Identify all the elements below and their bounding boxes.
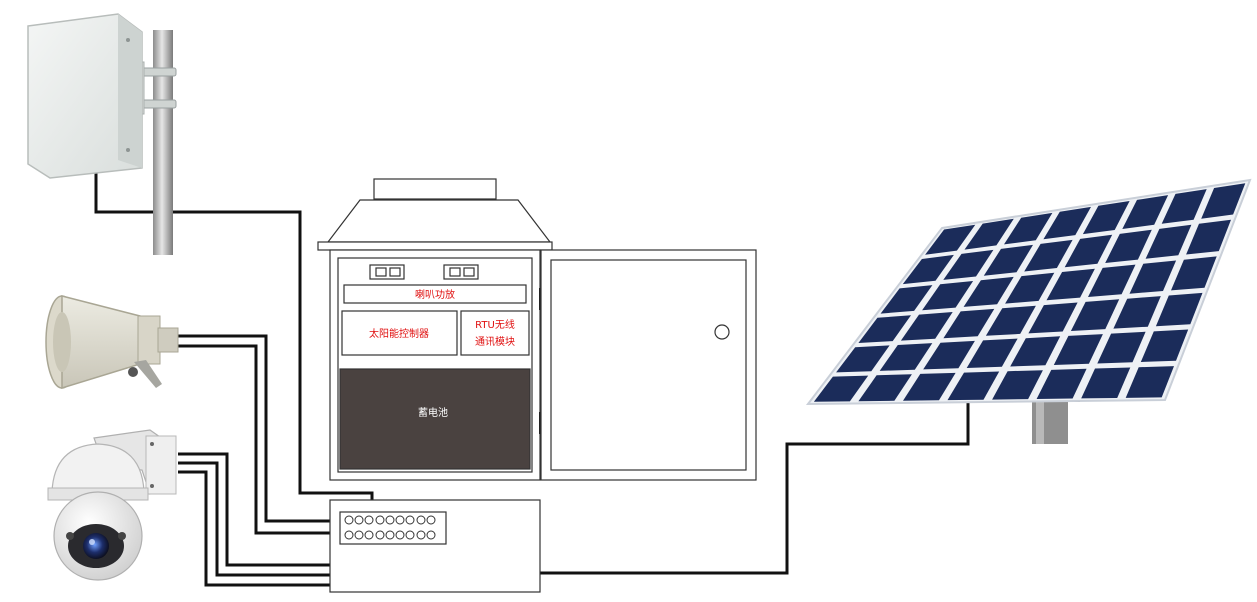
rtu-label-line1: RTU无线 (475, 318, 515, 331)
solar-cell (1010, 336, 1061, 367)
solar-cell (902, 254, 954, 285)
rtu-label-line2: 通讯模块 (475, 336, 515, 348)
solar-cell (1186, 219, 1231, 255)
battery (339, 368, 531, 470)
solar-cell (1088, 264, 1136, 297)
solar-cell (943, 308, 995, 339)
solar-controller-label: 太阳能控制器 (369, 327, 429, 340)
solar-cell (1125, 366, 1174, 398)
solar-cell (1113, 296, 1161, 329)
solar-cell (1122, 195, 1169, 229)
solar-cell (813, 375, 869, 402)
solar-cell (1028, 302, 1078, 334)
solar-cell (903, 372, 956, 401)
door-lock (714, 324, 730, 340)
amplifier-label: 喇叭功放 (415, 288, 455, 301)
solar-cell (1105, 229, 1152, 263)
solar-cell (963, 276, 1014, 307)
solar-cell (922, 281, 974, 311)
solar-cell (923, 340, 975, 370)
solar-cell (1064, 234, 1113, 268)
solar-cells (813, 183, 1246, 402)
solar-cell (880, 285, 933, 314)
panel-antenna-icon (27, 13, 177, 255)
solar-controller-module (341, 310, 458, 356)
solar-cell (1024, 239, 1073, 272)
solar-cell (1005, 272, 1055, 304)
amplifier-module (343, 284, 527, 304)
solar-cell (964, 218, 1014, 250)
solar-cell (1043, 206, 1091, 240)
solar-cell (1145, 224, 1192, 259)
solar-cell (992, 370, 1043, 400)
solar-cell (1171, 256, 1217, 291)
equipment-cabinet (317, 178, 757, 593)
solar-cell (858, 315, 911, 343)
solar-cell (1097, 331, 1146, 364)
solar-cell (985, 305, 1036, 336)
solar-cell (925, 224, 976, 255)
solar-panel-icon (805, 178, 1252, 444)
solar-cell (1201, 183, 1246, 219)
solar-cell (983, 244, 1033, 276)
cabinet-roof-vent (373, 178, 497, 200)
solar-cell (879, 343, 933, 371)
terminal-connectors (344, 515, 436, 540)
solar-cell (1155, 292, 1203, 327)
solar-cell (1053, 334, 1103, 365)
solar-cell (836, 345, 890, 373)
rtu-module (460, 310, 530, 356)
battery-label: 蓄电池 (418, 406, 448, 419)
solar-cell (1070, 299, 1120, 331)
wiring (94, 168, 970, 587)
solar-cell (1161, 189, 1207, 224)
solar-cell (966, 338, 1018, 368)
horn-cable-b (178, 344, 345, 535)
horn-cable-a (178, 334, 345, 523)
solar-cell (1082, 201, 1130, 235)
solar-cell (858, 374, 912, 402)
solar-cell (900, 312, 953, 341)
solar-cell (947, 371, 1000, 401)
solar-cell (1036, 368, 1087, 399)
solar-cell (1046, 268, 1095, 301)
solar-cell (1081, 367, 1131, 399)
horn-speaker-icon (45, 295, 179, 390)
solar-cell (1140, 329, 1189, 362)
solar-cell (943, 249, 994, 280)
cabinet-roof (326, 199, 552, 243)
ptz-dome-camera-icon (47, 429, 177, 581)
solar-cell (1129, 260, 1177, 294)
solar-cell (1004, 212, 1053, 245)
antenna-cable (94, 168, 374, 518)
